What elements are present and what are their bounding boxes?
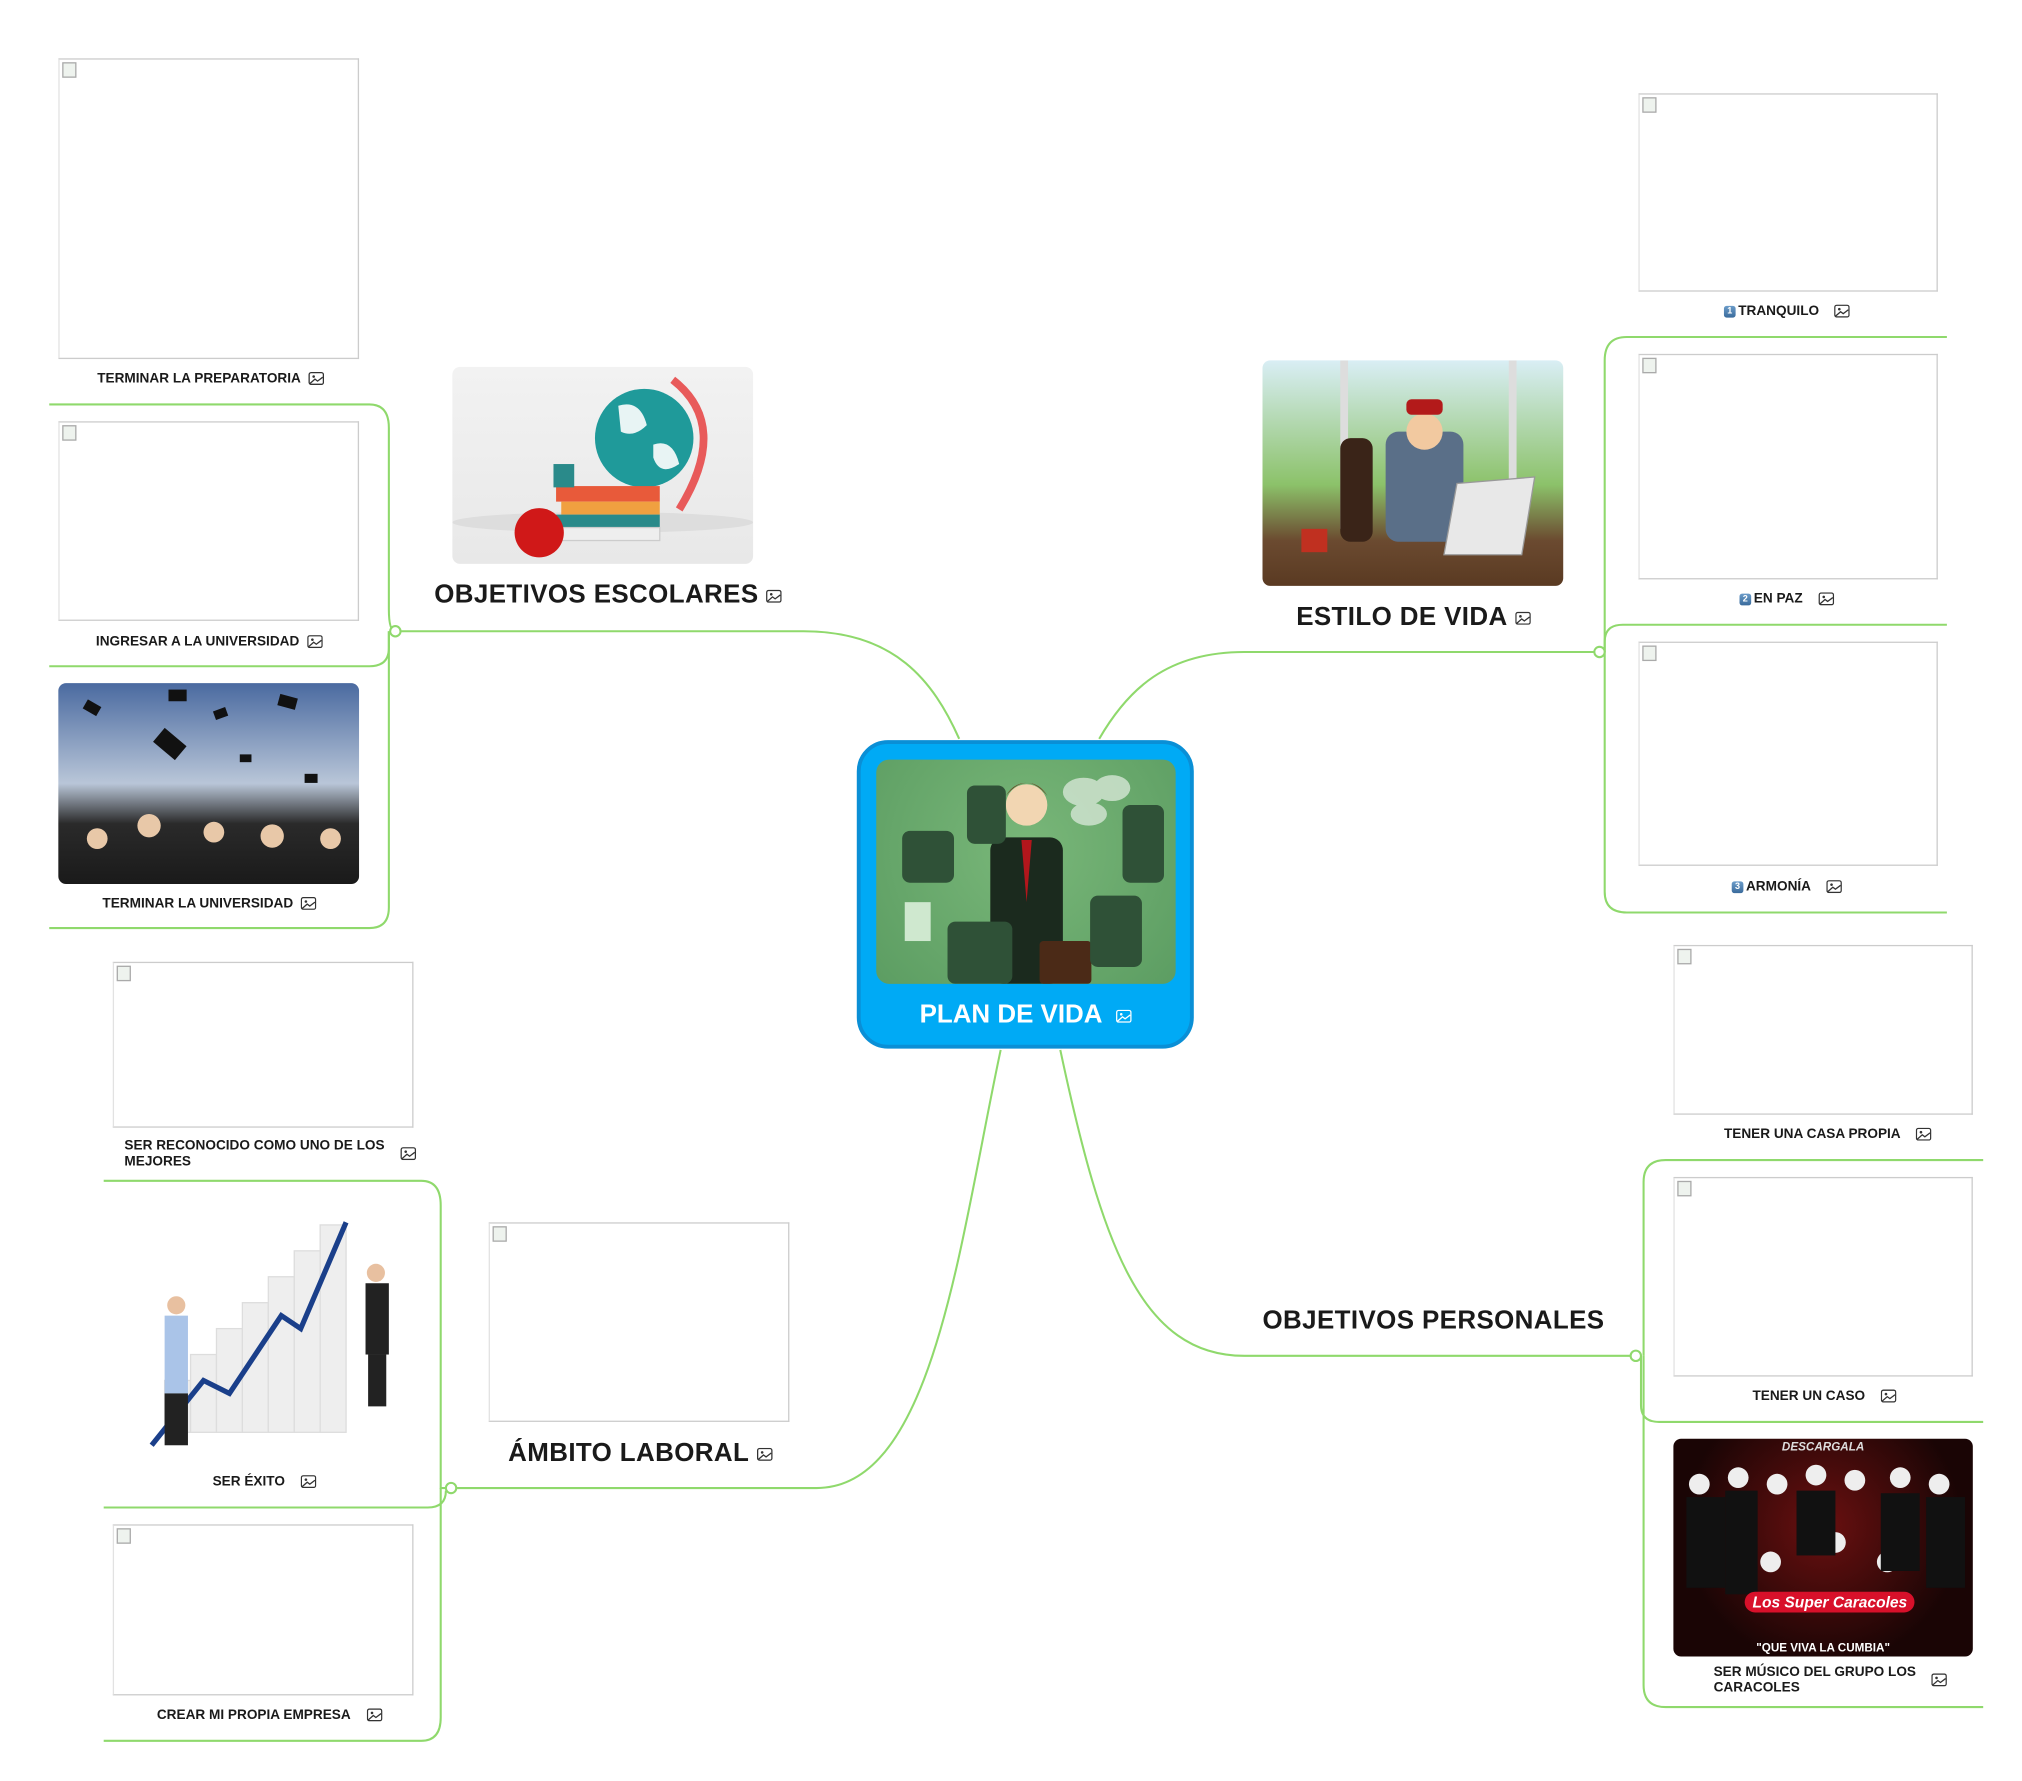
broken-image xyxy=(1638,93,1938,292)
image-icon[interactable] xyxy=(307,635,323,649)
child-terminar-universidad[interactable]: TERMINAR LA UNIVERSIDAD xyxy=(102,895,317,912)
broken-image-icon xyxy=(1677,1180,1692,1197)
broken-image xyxy=(488,1222,790,1422)
child-label: CREAR MI PROPIA EMPRESA xyxy=(156,1707,351,1723)
priority-badge: 2 xyxy=(1739,593,1752,605)
image-caption-top: DESCARGALA xyxy=(1781,1440,1865,1454)
estilo-image-relaxed-man xyxy=(1262,360,1564,586)
branch-title: OBJETIVOS PERSONALES xyxy=(1262,1306,1605,1336)
connector-estilo xyxy=(1098,650,1600,740)
broken-image-icon xyxy=(116,965,131,982)
child-label: TERMINAR LA UNIVERSIDAD xyxy=(102,895,294,912)
graduation-image xyxy=(58,683,360,885)
image-icon[interactable] xyxy=(1916,1127,1932,1141)
child-label: SER ÉXITO xyxy=(212,1473,285,1490)
broken-image-icon xyxy=(492,1226,507,1242)
branch-title: OBJETIVOS ESCOLARES xyxy=(434,580,759,610)
child-ser-exito[interactable]: SER ÉXITO xyxy=(212,1473,317,1490)
child-label-line1: SER MÚSICO DEL GRUPO LOS xyxy=(1713,1664,1917,1680)
connector-personales xyxy=(1059,1049,1636,1357)
child-casa-propia[interactable]: TENER UNA CASA PROPIA xyxy=(1724,1126,1932,1142)
central-label: PLAN DE VIDA xyxy=(919,1000,1103,1030)
image-icon[interactable] xyxy=(1818,592,1834,606)
priority-badge: 1 xyxy=(1723,305,1736,317)
child-label-line1: SER RECONOCIDO COMO UNO DE LOS xyxy=(124,1138,385,1154)
broken-image xyxy=(112,1524,414,1696)
broken-image xyxy=(112,961,414,1128)
broken-image-icon xyxy=(62,425,77,441)
broken-image-icon xyxy=(1642,97,1657,113)
branch-title: ÁMBITO LABORAL xyxy=(508,1438,750,1468)
image-icon[interactable] xyxy=(1880,1389,1897,1403)
broken-image-icon xyxy=(116,1528,131,1544)
success-growth-chart-image xyxy=(112,1198,414,1465)
child-label: INGRESAR A LA UNIVERSIDAD xyxy=(95,633,300,650)
child-label: ARMONÍA xyxy=(1745,878,1812,895)
connector-laboral xyxy=(451,1049,1002,1490)
branch-label-laboral[interactable]: ÁMBITO LABORAL xyxy=(508,1438,773,1469)
broken-image-icon xyxy=(1642,357,1657,374)
branch-title: ESTILO DE VIDA xyxy=(1296,602,1508,632)
child-label: TENER UNA CASA PROPIA xyxy=(1723,1126,1901,1142)
broken-image-icon xyxy=(62,62,77,78)
image-icon[interactable] xyxy=(766,589,782,603)
broken-image xyxy=(58,421,360,621)
branch-label-estilo[interactable]: ESTILO DE VIDA xyxy=(1296,603,1531,633)
image-icon[interactable] xyxy=(1834,304,1851,318)
connector-escolares xyxy=(395,630,961,740)
image-icon[interactable] xyxy=(400,1147,416,1161)
caracoles-band-image: DESCARGALA Los Super Caracoles "QUE VIVA… xyxy=(1673,1438,1973,1657)
image-caption-bottom: "QUE VIVA LA CUMBIA" xyxy=(1756,1640,1890,1654)
child-tener-caso[interactable]: TENER UN CASO xyxy=(1752,1388,1897,1404)
child-label: TERMINAR LA PREPARATORIA xyxy=(97,370,301,387)
child-terminar-preparatoria[interactable]: TERMINAR LA PREPARATORIA xyxy=(97,370,325,387)
child-label: TRANQUILO xyxy=(1738,303,1820,319)
central-image-businessmen xyxy=(876,759,1176,984)
image-icon[interactable] xyxy=(1115,1009,1132,1023)
child-ingresar-universidad[interactable]: INGRESAR A LA UNIVERSIDAD xyxy=(95,633,323,650)
branch-label-personales[interactable]: OBJETIVOS PERSONALES xyxy=(1262,1307,1604,1337)
broken-image-icon xyxy=(1642,645,1657,662)
broken-image xyxy=(1638,641,1938,866)
image-icon[interactable] xyxy=(1826,880,1843,894)
image-icon[interactable] xyxy=(300,896,317,910)
image-icon[interactable] xyxy=(757,1447,773,1461)
band-logo: Los Super Caracoles xyxy=(1744,1591,1915,1613)
branch-label-escolares[interactable]: OBJETIVOS ESCOLARES xyxy=(434,581,782,611)
broken-image xyxy=(1673,1176,1973,1377)
child-label-line2: CARACOLES xyxy=(1713,1679,1800,1696)
broken-image xyxy=(1638,353,1938,580)
child-label: TENER UN CASO xyxy=(1752,1388,1866,1404)
image-icon[interactable] xyxy=(300,1475,317,1489)
broken-image-icon xyxy=(1677,948,1692,965)
image-icon[interactable] xyxy=(308,372,325,385)
child-crear-empresa[interactable]: CREAR MI PROPIA EMPRESA xyxy=(157,1707,382,1723)
broken-image xyxy=(1673,944,1973,1115)
priority-badge: 3 xyxy=(1731,880,1744,893)
image-icon[interactable] xyxy=(366,1708,382,1722)
child-label: EN PAZ xyxy=(1753,591,1803,607)
central-topic[interactable]: PLAN DE VIDA xyxy=(856,740,1194,1049)
child-label-line2: MEJORES xyxy=(124,1153,192,1170)
image-icon[interactable] xyxy=(1931,1673,1948,1687)
image-icon[interactable] xyxy=(1515,611,1531,625)
escolares-image-globe-books xyxy=(452,366,754,564)
broken-image xyxy=(58,58,360,360)
